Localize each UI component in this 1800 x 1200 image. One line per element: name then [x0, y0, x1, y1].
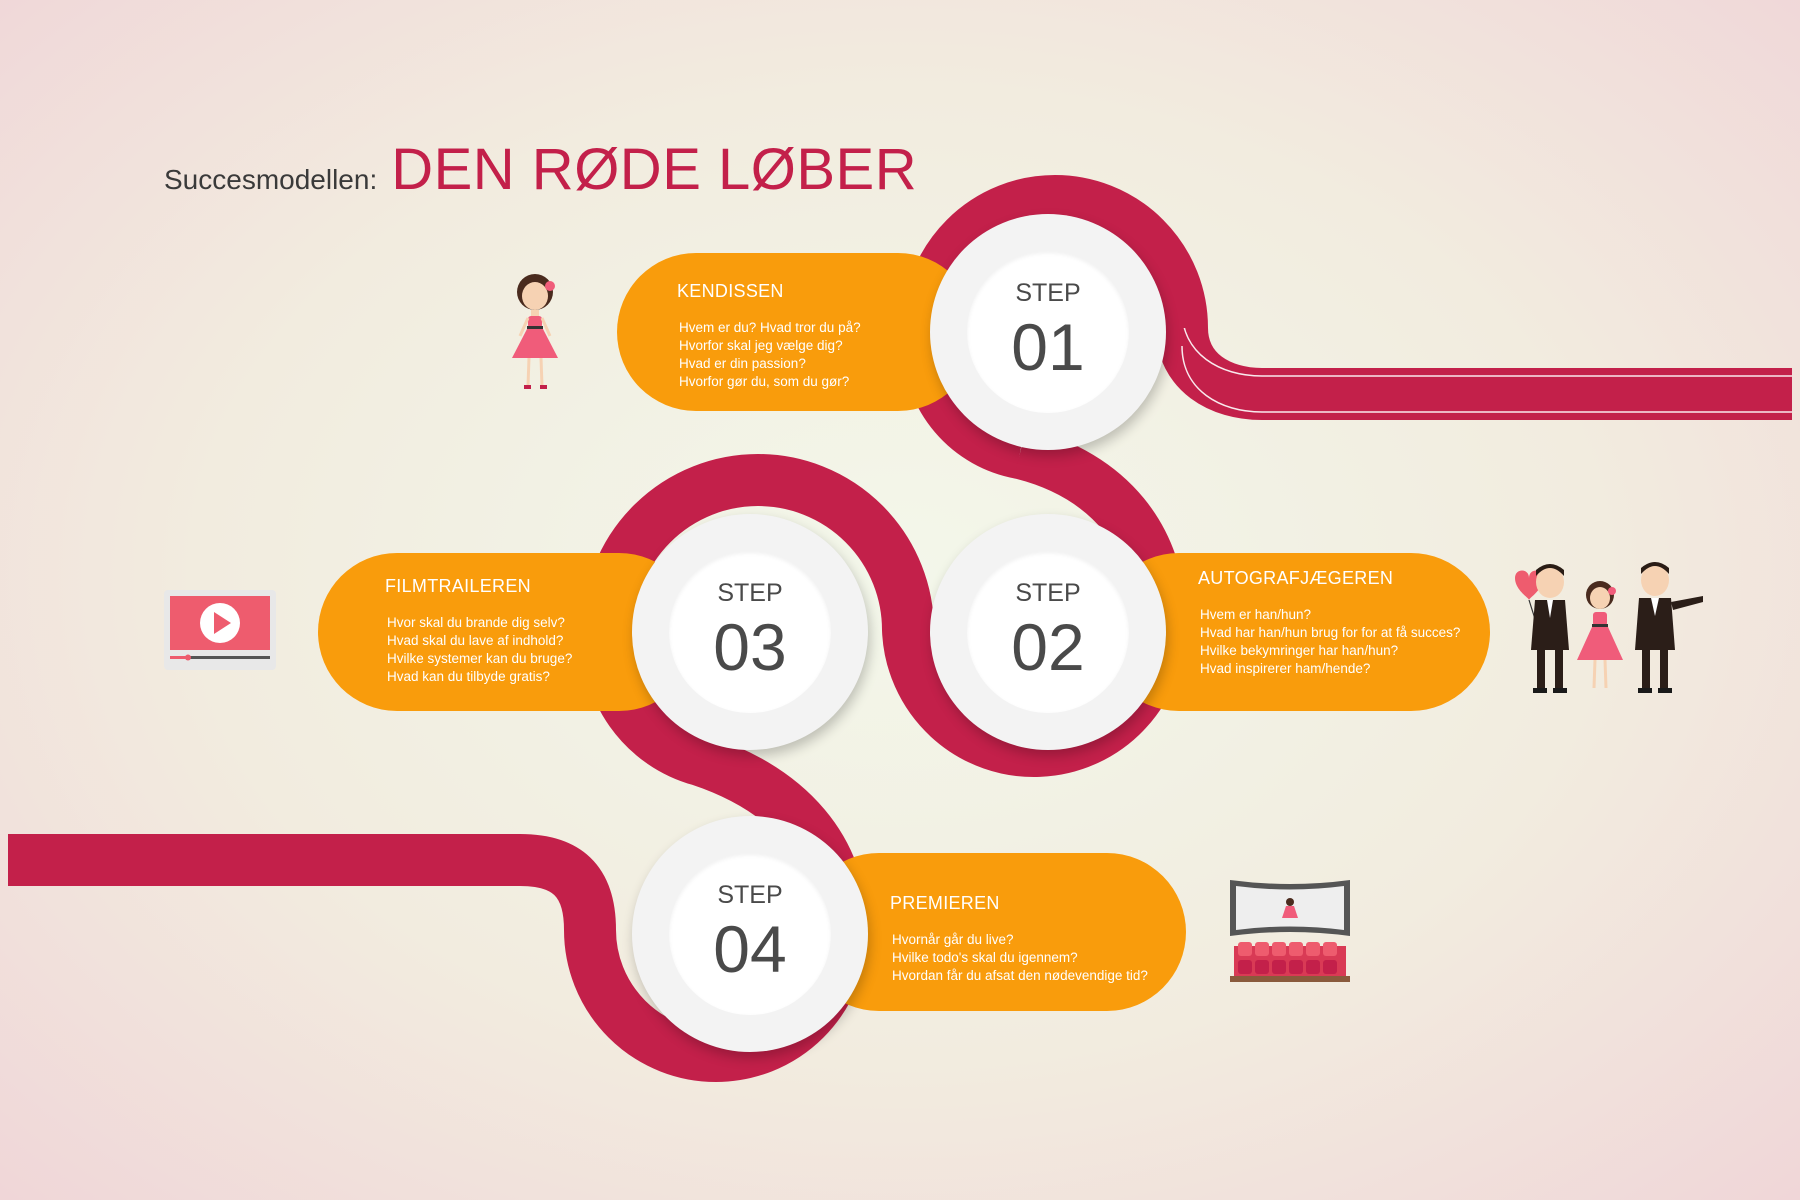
step-04-heading: PREMIEREN [890, 893, 1000, 914]
question-item: Hvilke systemer kan du bruge? [387, 650, 572, 668]
step-01-panel: KENDISSEN Hvem er du? Hvad tror du på? H… [617, 253, 977, 411]
video-player-icon [164, 590, 276, 670]
question-item: Hvad har han/hun brug for for at få succ… [1200, 624, 1460, 642]
step-01-questions: Hvem er du? Hvad tror du på? Hvorfor ska… [679, 319, 861, 391]
step-03-questions: Hvor skal du brande dig selv? Hvad skal … [387, 614, 572, 686]
step-03-label: STEP [669, 579, 831, 608]
question-item: Hvad kan du tilbyde gratis? [387, 668, 572, 686]
question-item: Hvor skal du brande dig selv? [387, 614, 572, 632]
girl-figure-icon [500, 270, 570, 394]
question-item: Hvad er din passion? [679, 355, 861, 373]
step-02-circle: STEP 02 [930, 514, 1166, 750]
step-02-questions: Hvem er han/hun? Hvad har han/hun brug f… [1200, 606, 1460, 678]
question-item: Hvilke bekymringer har han/hun? [1200, 642, 1460, 660]
step-01-circle: STEP 01 [930, 214, 1166, 450]
question-item: Hvad skal du lave af indhold? [387, 632, 572, 650]
step-03-number: 03 [669, 609, 831, 685]
step-03-heading: FILMTRAILEREN [385, 576, 531, 597]
step-04-questions: Hvornår går du live? Hvilke todo's skal … [892, 931, 1148, 985]
step-04-number: 04 [669, 911, 831, 987]
question-item: Hvilke todo's skal du igennem? [892, 949, 1148, 967]
step-02-label: STEP [967, 579, 1129, 608]
page-title: Succesmodellen: DEN RØDE LØBER [164, 136, 917, 203]
couple-figures-icon [1505, 560, 1705, 700]
question-item: Hvad inspirerer ham/hende? [1200, 660, 1460, 678]
step-04-circle: STEP 04 [632, 816, 868, 1052]
cinema-icon [1228, 876, 1352, 996]
question-item: Hvorfor gør du, som du gør? [679, 373, 861, 391]
step-03-circle: STEP 03 [632, 514, 868, 750]
question-item: Hvem er han/hun? [1200, 606, 1460, 624]
title-prefix: Succesmodellen: [164, 164, 377, 196]
question-item: Hvem er du? Hvad tror du på? [679, 319, 861, 337]
question-item: Hvordan får du afsat den nødevendige tid… [892, 967, 1148, 985]
question-item: Hvorfor skal jeg vælge dig? [679, 337, 861, 355]
step-04-label: STEP [669, 881, 831, 910]
step-01-label: STEP [967, 279, 1129, 308]
step-01-number: 01 [967, 309, 1129, 385]
question-item: Hvornår går du live? [892, 931, 1148, 949]
step-02-heading: AUTOGRAFJÆGEREN [1198, 568, 1393, 589]
step-02-number: 02 [967, 609, 1129, 685]
step-01-heading: KENDISSEN [677, 281, 784, 302]
title-main: DEN RØDE LØBER [391, 136, 917, 203]
